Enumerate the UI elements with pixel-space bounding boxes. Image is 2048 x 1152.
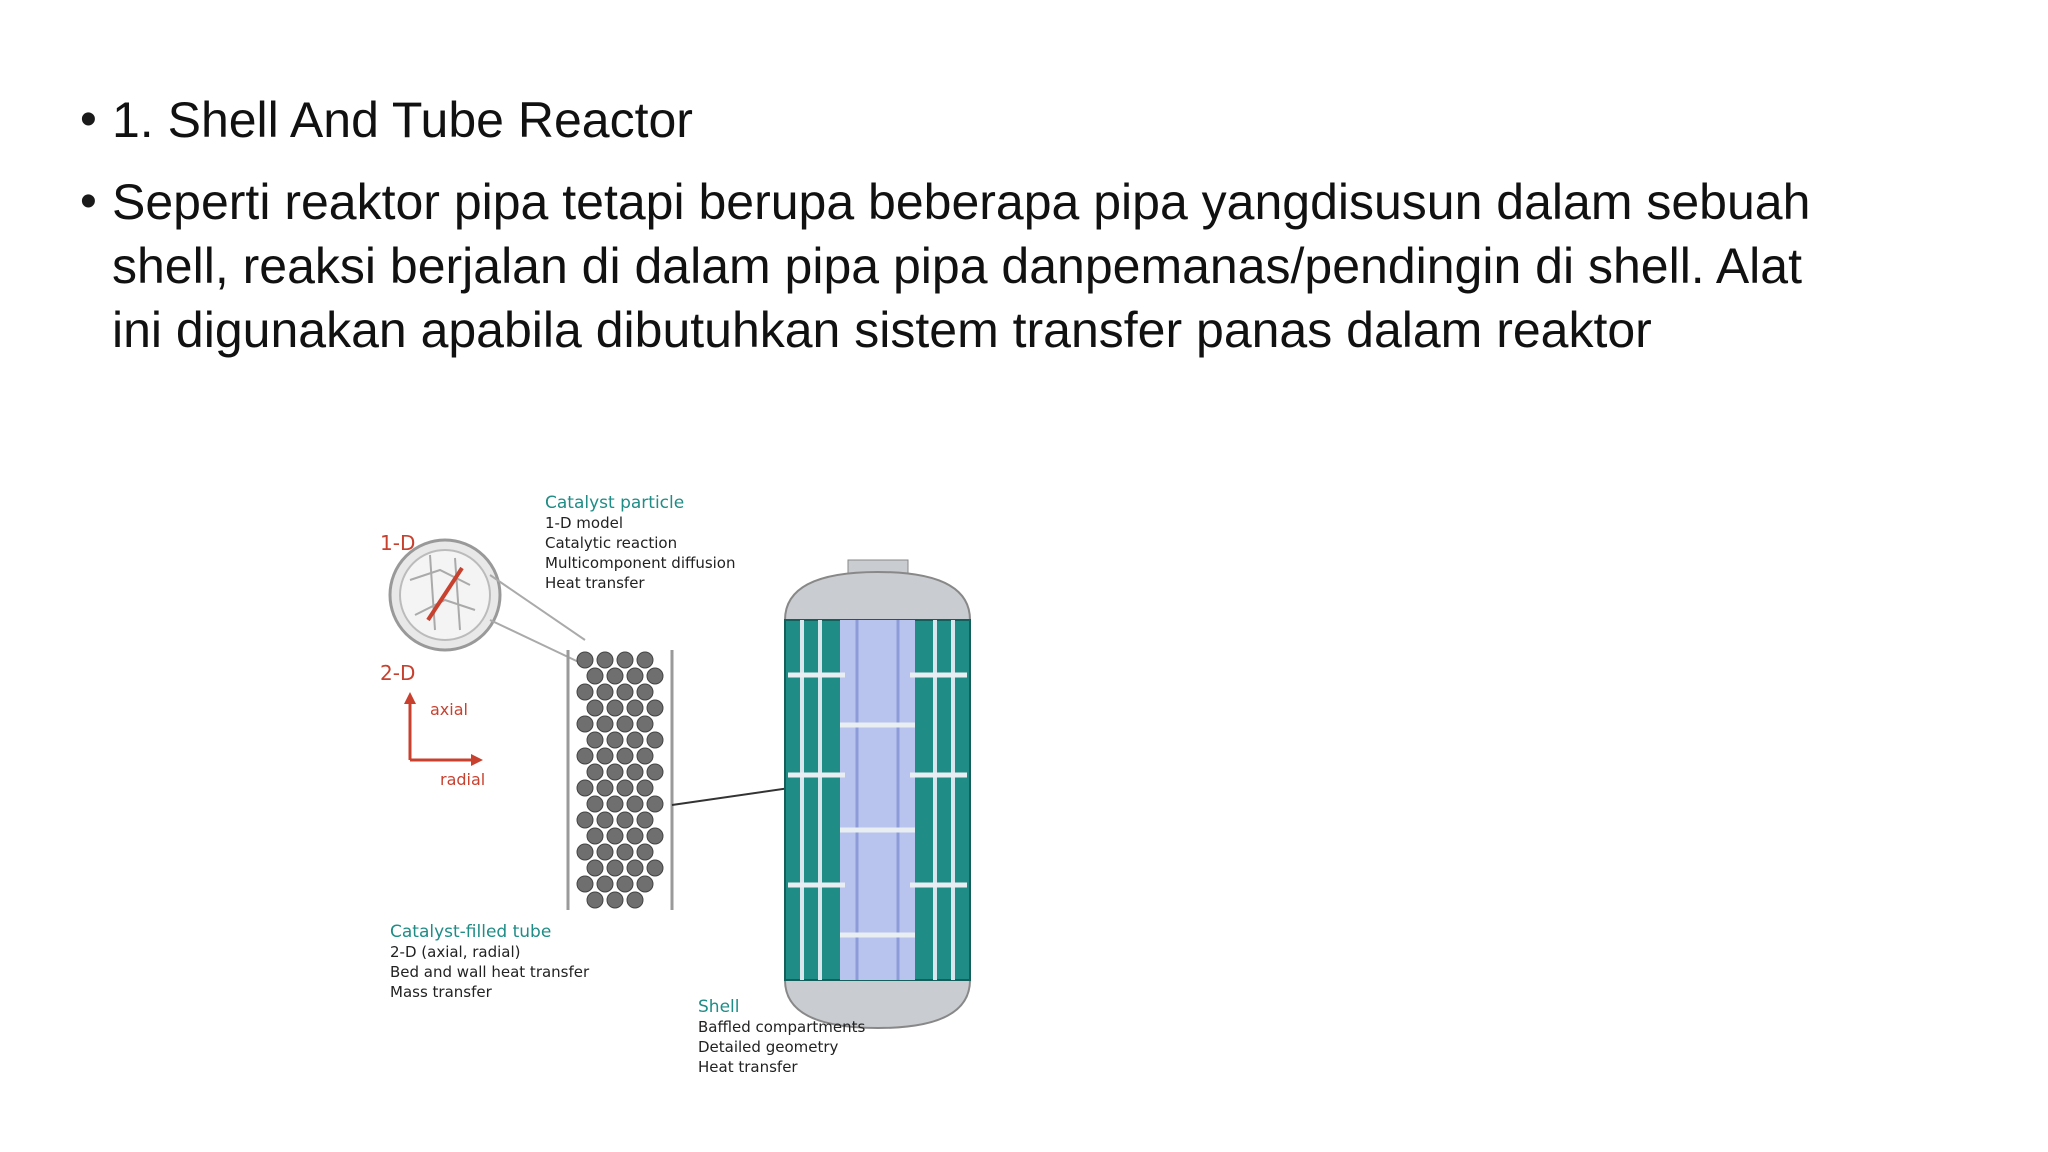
- particle-line: Catalytic reaction: [545, 534, 677, 552]
- particle-line: Multicomponent diffusion: [545, 554, 736, 572]
- bullet-item: • Seperti reaktor pipa tetapi berupa beb…: [80, 170, 1820, 362]
- reactor-diagram-svg: Catalyst particle 1-D model Catalytic re…: [380, 493, 972, 1076]
- label-2d: 2-D: [380, 661, 415, 685]
- catalyst-tube: [566, 650, 674, 910]
- tube-line: Bed and wall heat transfer: [390, 963, 590, 981]
- particle-title: Catalyst particle: [545, 493, 684, 513]
- catalyst-particle-icon: [388, 538, 502, 652]
- bullet-description: Seperti reaktor pipa tetapi berupa beber…: [112, 174, 1811, 358]
- tube-line: Mass transfer: [390, 983, 493, 1001]
- shell-line: Detailed geometry: [698, 1038, 839, 1056]
- reactor-shell: [783, 559, 972, 1030]
- particle-line: 1-D model: [545, 514, 623, 532]
- shell-line: Heat transfer: [698, 1058, 798, 1076]
- bullet-dot: •: [80, 93, 97, 146]
- shell-line: Baffled compartments: [698, 1018, 866, 1036]
- axes-icon: [404, 692, 483, 766]
- axis-axial-label: axial: [430, 700, 468, 719]
- zoom-line: [489, 574, 586, 641]
- reactor-diagram: Catalyst particle 1-D model Catalytic re…: [370, 480, 1030, 1090]
- axis-radial-label: radial: [440, 770, 485, 789]
- shell-title: Shell: [698, 997, 739, 1017]
- tube-line: 2-D (axial, radial): [390, 943, 521, 961]
- bullet-list: • 1. Shell And Tube Reactor • Seperti re…: [80, 88, 1820, 380]
- zoom-line: [489, 619, 586, 666]
- bullet-dot: •: [80, 175, 97, 228]
- particle-line: Heat transfer: [545, 574, 645, 592]
- bullet-heading: 1. Shell And Tube Reactor: [112, 92, 693, 148]
- bullet-item: • 1. Shell And Tube Reactor: [80, 88, 1820, 152]
- tube-title: Catalyst-filled tube: [390, 922, 551, 942]
- label-1d: 1-D: [380, 531, 415, 555]
